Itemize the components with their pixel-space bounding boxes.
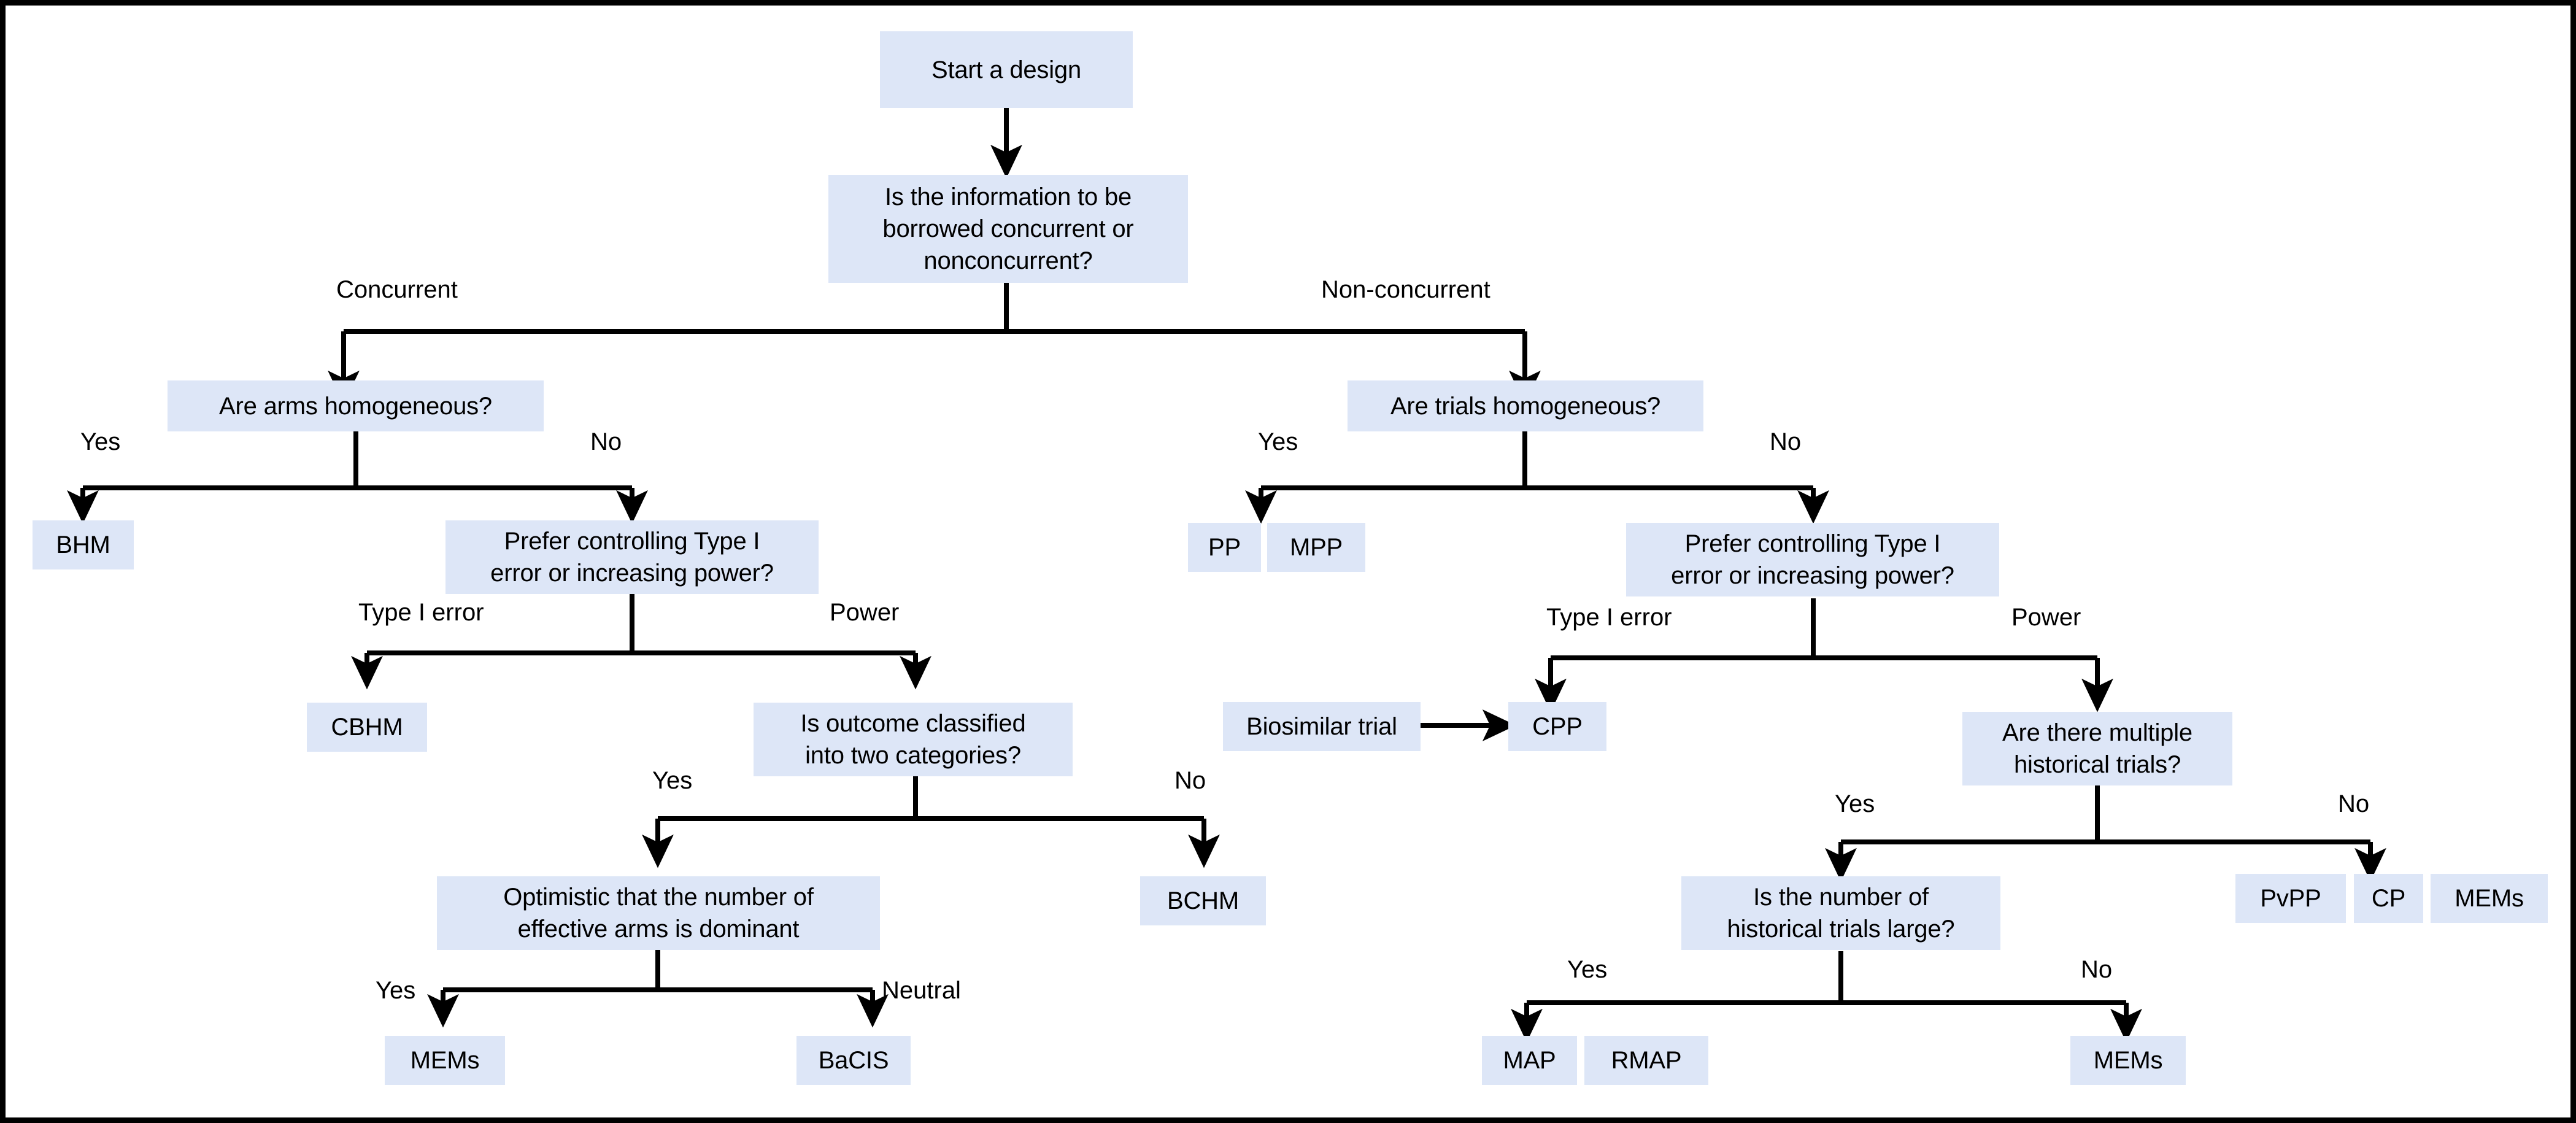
edge-label-trials-no: No: [1770, 428, 1802, 455]
edge-label-left-power: Power: [830, 599, 900, 626]
edge-label-concurrent: Concurrent: [336, 276, 458, 303]
node-question-prefer-left[interactable]: Prefer controlling Type I error or incre…: [445, 520, 819, 594]
edge-label-arms-yes: Yes: [80, 428, 121, 455]
edge-label-left-type1-error: Type I error: [358, 599, 484, 626]
edge-label-large-no: No: [2081, 956, 2113, 983]
node-rmap[interactable]: RMAP: [1584, 1036, 1708, 1085]
node-question-information-borrowed[interactable]: Is the information to be borrowed concur…: [828, 175, 1188, 283]
node-cpp[interactable]: CPP: [1508, 702, 1606, 751]
edge-label-optimistic-neutral: Neutral: [882, 977, 961, 1004]
edge-label-optimistic-yes: Yes: [376, 977, 416, 1004]
node-map[interactable]: MAP: [1482, 1036, 1577, 1085]
node-pvpp[interactable]: PvPP: [2235, 874, 2346, 923]
edge-label-outcome-no: No: [1174, 767, 1206, 794]
node-bacis[interactable]: BaCIS: [796, 1036, 911, 1085]
node-biosimilar-trial[interactable]: Biosimilar trial: [1223, 702, 1421, 751]
node-question-multiple-historical-trials[interactable]: Are there multiple historical trials?: [1962, 712, 2232, 785]
node-question-prefer-right[interactable]: Prefer controlling Type I error or incre…: [1626, 523, 1999, 596]
edge-label-right-type1-error: Type I error: [1546, 604, 1672, 631]
edge-label-non-concurrent: Non-concurrent: [1321, 276, 1490, 303]
edge-label-multi-yes: Yes: [1835, 790, 1875, 817]
edge-label-trials-yes: Yes: [1258, 428, 1298, 455]
node-cp[interactable]: CP: [2354, 874, 2423, 923]
node-question-historical-trials-large[interactable]: Is the number of historical trials large…: [1681, 876, 2000, 950]
edge-label-right-power: Power: [2011, 604, 2081, 631]
edge-label-large-yes: Yes: [1567, 956, 1608, 983]
node-pp[interactable]: PP: [1188, 523, 1261, 572]
node-bhm[interactable]: BHM: [33, 520, 134, 569]
node-mems-right-top[interactable]: MEMs: [2431, 874, 2548, 923]
node-question-optimistic-effective-arms[interactable]: Optimistic that the number of effective …: [437, 876, 880, 950]
node-question-arms-homogeneous[interactable]: Are arms homogeneous?: [168, 380, 544, 431]
edge-label-multi-no: No: [2338, 790, 2370, 817]
node-question-trials-homogeneous[interactable]: Are trials homogeneous?: [1348, 380, 1703, 431]
node-mems-right-bottom[interactable]: MEMs: [2070, 1036, 2186, 1085]
edge-label-arms-no: No: [590, 428, 622, 455]
node-bchm[interactable]: BCHM: [1140, 876, 1266, 925]
node-question-outcome-two-categories[interactable]: Is outcome classified into two categorie…: [754, 703, 1073, 776]
node-start[interactable]: Start a design: [880, 31, 1133, 108]
edge-label-outcome-yes: Yes: [652, 767, 693, 794]
node-mpp[interactable]: MPP: [1267, 523, 1365, 572]
node-mems-left[interactable]: MEMs: [385, 1036, 505, 1085]
node-cbhm[interactable]: CBHM: [307, 703, 427, 752]
